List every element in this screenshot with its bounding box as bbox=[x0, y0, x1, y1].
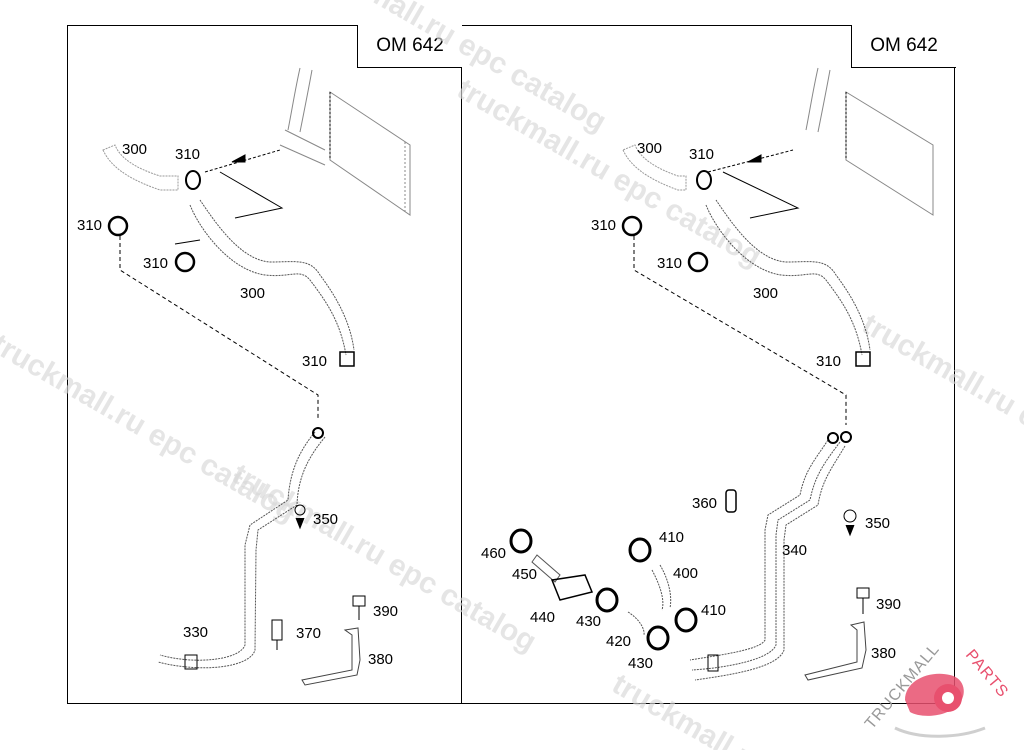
callout-300: 300 bbox=[637, 140, 662, 157]
panel-divider bbox=[461, 25, 462, 704]
watermark-text: truckmall.ru epc catalog bbox=[452, 72, 767, 273]
callout-300: 300 bbox=[753, 285, 778, 302]
callout-310: 310 bbox=[175, 146, 200, 163]
callout-420: 420 bbox=[606, 633, 631, 650]
clamp-310 bbox=[107, 215, 129, 237]
callout-310: 310 bbox=[689, 146, 714, 163]
callout-390: 390 bbox=[876, 596, 901, 613]
callout-310: 310 bbox=[143, 255, 168, 272]
diagram-frame bbox=[67, 25, 955, 704]
callout-310: 310 bbox=[591, 217, 616, 234]
right-panel-upper-drawing bbox=[621, 67, 934, 425]
callout-410: 410 bbox=[659, 529, 684, 546]
callout-350: 350 bbox=[865, 515, 890, 532]
callout-310: 310 bbox=[816, 353, 841, 370]
callout-370: 370 bbox=[296, 625, 321, 642]
callout-310: 310 bbox=[302, 353, 327, 370]
callout-310: 310 bbox=[77, 217, 102, 234]
right-panel-lower-drawing bbox=[509, 431, 870, 681]
callout-460: 460 bbox=[481, 545, 506, 562]
callout-310: 310 bbox=[657, 255, 682, 272]
right-callouts: 300 310 310 310 300 310 360 350 340 410 … bbox=[481, 140, 901, 672]
callout-450: 450 bbox=[512, 566, 537, 583]
callout-360: 360 bbox=[692, 495, 717, 512]
logo-text-parts: PARTS bbox=[962, 647, 1012, 701]
callout-380: 380 bbox=[368, 651, 393, 668]
callout-400: 400 bbox=[673, 565, 698, 582]
callout-380: 380 bbox=[871, 645, 896, 662]
callout-430: 430 bbox=[576, 613, 601, 630]
callout-300: 300 bbox=[240, 285, 265, 302]
callout-440: 440 bbox=[530, 609, 555, 626]
callout-300: 300 bbox=[122, 141, 147, 158]
callout-410: 410 bbox=[701, 602, 726, 619]
clamp-310 bbox=[339, 351, 355, 367]
callout-330: 330 bbox=[183, 624, 208, 641]
callout-390: 390 bbox=[373, 603, 398, 620]
left-panel-drawing bbox=[102, 67, 411, 686]
callout-350: 350 bbox=[313, 511, 338, 528]
callout-430: 430 bbox=[628, 655, 653, 672]
model-label-right: OM 642 bbox=[851, 25, 956, 68]
left-callouts: 300 310 310 310 300 310 330 350 370 390 … bbox=[77, 141, 398, 668]
watermark-text: truckmall.ru epc catalog bbox=[857, 307, 1024, 508]
callout-340: 340 bbox=[782, 542, 807, 559]
clamp-310 bbox=[174, 251, 196, 273]
model-label-left: OM 642 bbox=[357, 25, 462, 68]
clamp-310 bbox=[185, 170, 201, 190]
heater-core bbox=[279, 67, 411, 216]
